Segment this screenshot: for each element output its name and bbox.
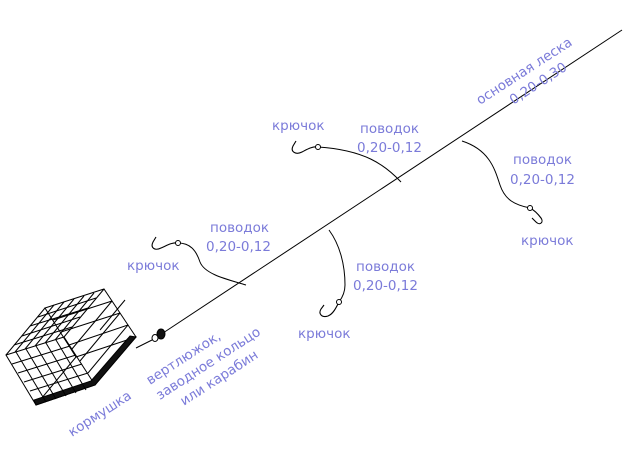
- leader-size-2: 0,20-0,12: [510, 172, 575, 188]
- leader-label-1: поводок: [360, 121, 419, 137]
- swivel-label: вертлюжок, заводное кольцо или карабин: [143, 324, 263, 409]
- leader-size-3: 0,20-0,12: [206, 239, 271, 255]
- feeder-label: кормушка: [65, 388, 134, 441]
- leader-4: [319, 229, 346, 318]
- feeder-cage: [5, 288, 137, 406]
- leader-3: [151, 236, 247, 286]
- main-line-label: основная леска 0,20-0,30: [473, 34, 575, 108]
- hook-icon: [319, 301, 340, 318]
- leader-label-3: поводок: [210, 220, 269, 236]
- leader-label-2: поводок: [513, 152, 572, 168]
- hook-label-1: крючок: [272, 118, 324, 134]
- hook-label-3: крючок: [127, 258, 179, 274]
- leader-2: [461, 140, 543, 225]
- swivel: [135, 328, 166, 349]
- hook-label-4: крючок: [298, 326, 350, 342]
- hook-icon: [291, 140, 319, 154]
- leader-size-1: 0,20-0,12: [357, 140, 422, 156]
- leader-label-4: поводок: [356, 259, 415, 275]
- hook-icon: [151, 236, 179, 250]
- leader-size-4: 0,20-0,12: [353, 278, 418, 294]
- hook-icon: [529, 207, 543, 225]
- hook-label-2: крючок: [521, 233, 573, 249]
- leader-1: [291, 140, 402, 183]
- main-line: [159, 29, 623, 336]
